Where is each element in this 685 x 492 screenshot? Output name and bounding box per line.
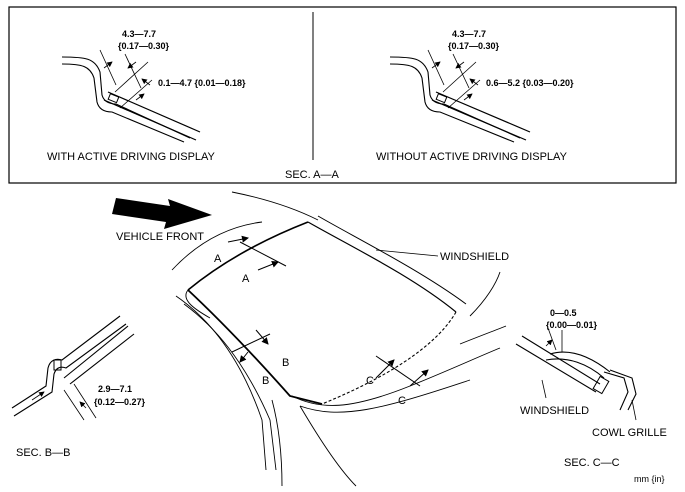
sec-a-left-dim-top-mm: 4.3—7.7: [122, 29, 156, 39]
sec-a-left-dim-side: 0.1—4.7 {0.01—0.18}: [158, 78, 246, 88]
sec-b-detail: 2.9—7.1 {0.12—0.27} SEC. B—B: [11, 315, 146, 459]
marker-a-1: A: [214, 253, 222, 265]
car-illustration: A A B B C C WINDSHIELD: [171, 191, 509, 487]
marker-c-2: C: [398, 395, 406, 407]
sec-a-left-caption: WITH ACTIVE DRIVING DISPLAY: [47, 151, 216, 163]
sec-c-windshield-label: WINDSHIELD: [520, 405, 589, 417]
marker-c-1: C: [366, 375, 374, 387]
sec-c-detail: 0—0.5 {0.00—0.01} WINDSHIELD COWL GRILLE…: [515, 308, 667, 469]
sec-c-label: SEC. C—C: [564, 457, 620, 469]
units-label: mm {in}: [634, 474, 665, 484]
vehicle-front-label: VEHICLE FRONT: [116, 231, 204, 243]
sec-a-right-dim-top-mm: 4.3—7.7: [452, 29, 486, 39]
sec-a-panel: 4.3—7.7 {0.17—0.30} 0.1—4.7 {0.01—0.18} …: [8, 6, 677, 184]
sec-a-right-dim-top-in: {0.17—0.30}: [448, 41, 500, 51]
sec-b-label: SEC. B—B: [16, 447, 70, 459]
sec-a-frame: [8, 6, 677, 184]
windshield-label: WINDSHIELD: [440, 251, 509, 263]
sec-b-dim-in: {0.12—0.27}: [94, 397, 146, 407]
marker-b-1: B: [282, 357, 289, 369]
windshield-leader: [375, 249, 439, 257]
sec-a-left-detail: 4.3—7.7 {0.17—0.30} 0.1—4.7 {0.01—0.18} …: [47, 29, 246, 163]
section-c-cut-line: [375, 355, 421, 387]
windshield-a-pillar-edge: [187, 289, 323, 405]
marker-b-2: B: [262, 375, 269, 387]
section-a-cut-line: [239, 241, 287, 267]
sec-a-right-caption: WITHOUT ACTIVE DRIVING DISPLAY: [376, 151, 568, 163]
vehicle-front-arrow: [112, 198, 212, 229]
sec-b-dim-mm: 2.9—7.1: [98, 384, 132, 394]
sec-a-label: SEC. A—A: [285, 169, 339, 181]
section-b-cut-line: [231, 333, 271, 353]
marker-a-2: A: [242, 273, 250, 285]
sec-a-right-dim-side: 0.6—5.2 {0.03—0.20}: [486, 78, 574, 88]
sec-c-dim-mm: 0—0.5: [550, 308, 577, 318]
sec-c-dim-in: {0.00—0.01}: [546, 320, 598, 330]
windshield-top-edge: [187, 221, 309, 291]
sec-c-cowl-grille-label: COWL GRILLE: [592, 427, 667, 439]
sec-a-left-dim-top-in: {0.17—0.30}: [118, 41, 170, 51]
sec-a-right-detail: 4.3—7.7 {0.17—0.30} 0.6—5.2 {0.03—0.20} …: [376, 29, 574, 163]
windshield-lower-seal: [321, 311, 457, 405]
